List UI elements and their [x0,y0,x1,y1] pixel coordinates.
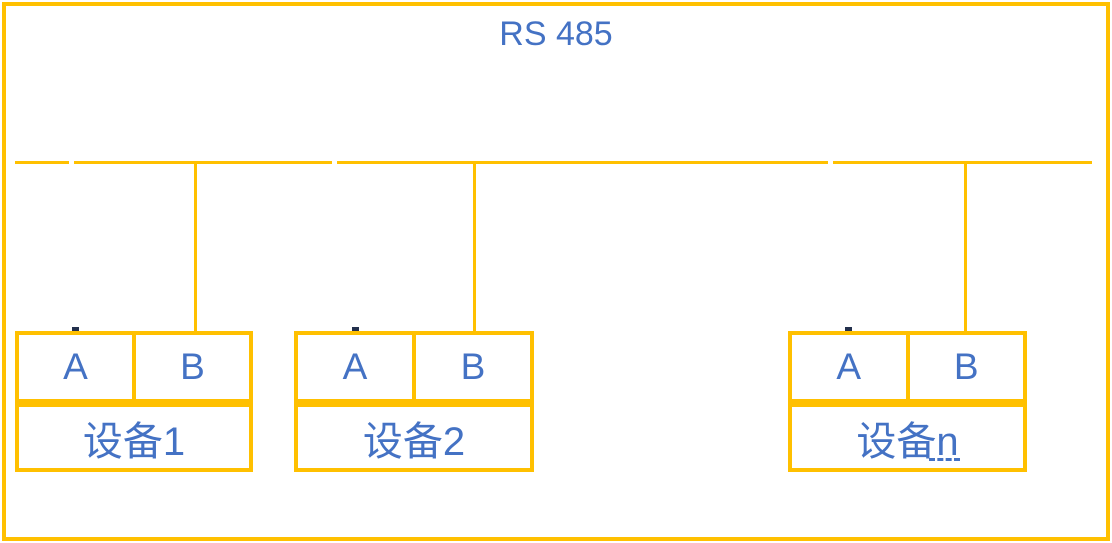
terminal-divider [132,335,136,399]
device-label: 设备n [788,403,1027,472]
terminal-divider [412,335,416,399]
device-n-terminal-row: A B [788,331,1027,403]
bus-line-segment [337,161,828,164]
terminal-a-cell: A [342,346,368,387]
terminal-divider [905,335,910,399]
device-n: A B 设备n [788,331,1027,472]
connection-tick [845,327,852,331]
terminal-b-cell: B [953,346,979,387]
device-n-drop-line [964,162,967,331]
terminal-b-cell: B [460,346,486,387]
device-2: A B 设备2 [294,331,534,472]
bus-line-segment [74,161,332,164]
ime-composition-underline [929,458,960,461]
device-label-text: 设备n [856,419,959,464]
device-2-drop-line [473,162,476,331]
terminal-a-cell: A [63,346,88,387]
bus-line-segment [15,161,69,164]
connection-tick [352,327,359,331]
bus-title: RS 485 [499,15,613,53]
device-label: 设备1 [15,403,253,472]
terminal-b-cell: B [180,346,205,387]
connection-tick [72,327,79,331]
device-2-terminal-row: A B [294,331,534,403]
device-1-drop-line [194,162,197,331]
device-1-terminal-row: A B [15,331,253,403]
device-label: 设备2 [294,403,534,472]
terminal-a-cell: A [836,346,862,387]
bus-line-segment [833,161,1092,164]
device-1: A B 设备1 [15,331,253,472]
